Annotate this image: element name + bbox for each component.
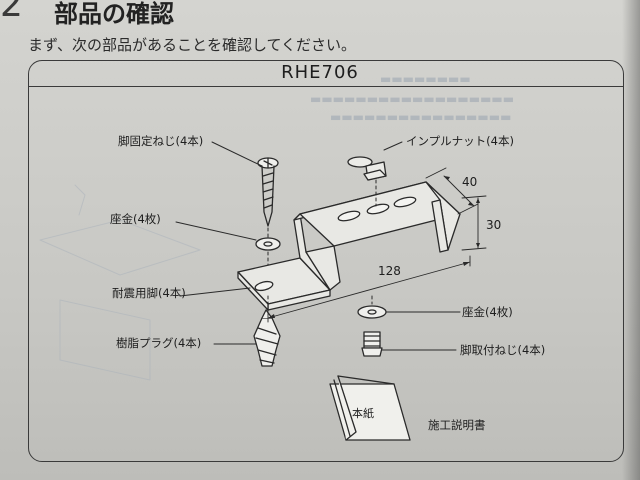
- page-edge-shadow: [622, 0, 640, 480]
- fixing-screw-drawing: [257, 157, 279, 227]
- label-impull-nut: インプルナット(4本): [406, 134, 514, 148]
- dimension-depth: 30: [486, 218, 502, 232]
- dimension-length: 128: [378, 264, 401, 278]
- label-resin-plug: 樹脂プラグ(4本): [116, 336, 202, 350]
- label-seismic-leg: 耐震用脚(4本): [112, 286, 186, 300]
- section-title: 部品の確認: [54, 0, 174, 28]
- model-label: RHE706: [281, 62, 359, 83]
- label-main-sheet: 本紙: [352, 407, 374, 420]
- label-washer-bottom: 座金(4枚): [462, 305, 513, 319]
- section-number: 2: [0, 0, 23, 25]
- seismic-leg-drawing: [237, 181, 461, 311]
- mounting-screw-drawing: [361, 331, 383, 357]
- impull-nut-drawing: [347, 156, 387, 181]
- intro-text: まず、次の部品があることを確認してください。: [28, 36, 357, 54]
- label-washer-top: 座金(4枚): [110, 212, 161, 226]
- ghost-text: ▬▬▬▬▬▬▬▬: [380, 72, 471, 86]
- model-header-bar: [28, 60, 624, 87]
- documents-drawing: [329, 375, 411, 441]
- ghost-text: ▬▬▬▬▬▬▬▬▬▬▬▬▬▬▬▬▬▬: [310, 92, 515, 106]
- ghost-text: ▬▬▬▬▬▬▬▬▬▬▬▬▬▬▬▬: [330, 110, 512, 124]
- label-fixing-screw: 脚固定ねじ(4本): [118, 134, 204, 148]
- label-instructions: 施工説明書: [428, 418, 486, 432]
- label-mounting-screw: 脚取付ねじ(4本): [460, 343, 546, 357]
- resin-plug-drawing: [253, 309, 281, 367]
- parts-frame: [28, 60, 624, 462]
- dimension-height: 40: [462, 175, 478, 189]
